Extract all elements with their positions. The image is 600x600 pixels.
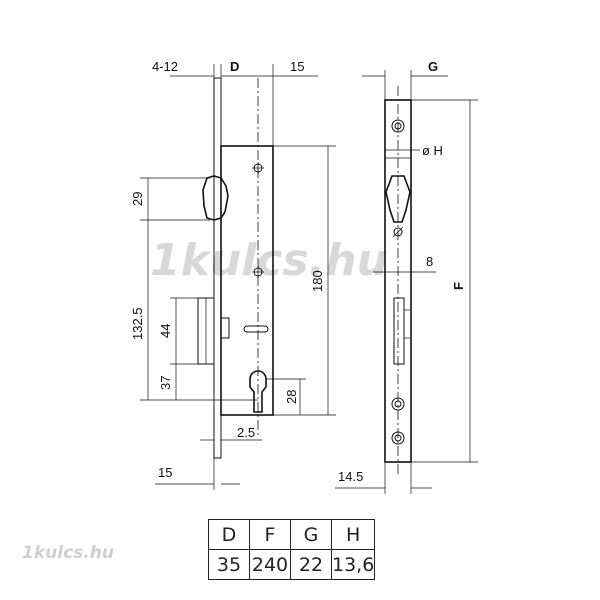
watermark-bottom: 1kulcs.hu bbox=[22, 543, 114, 563]
dim-latch-29: 29 bbox=[130, 192, 145, 206]
small-slot bbox=[243, 325, 269, 333]
front-view: 4-12 D 15 29 132.5 44 37 180 28 bbox=[130, 59, 336, 490]
spec-value-h: 13,6 bbox=[330, 549, 376, 580]
spec-value-d: 35 bbox=[208, 549, 250, 580]
dim-faceplate-g: G bbox=[428, 59, 438, 74]
watermark-center: 1kulcs.hu bbox=[150, 235, 388, 286]
side-hole-1 bbox=[391, 119, 405, 133]
side-view: G ø H 8 F 14.5 bbox=[335, 59, 478, 494]
lock-case bbox=[220, 145, 274, 416]
spec-value-g: 22 bbox=[290, 549, 332, 580]
bolt-slot bbox=[220, 317, 230, 339]
side-bolt-slot bbox=[393, 297, 405, 365]
dim-slot-8: 8 bbox=[426, 254, 433, 269]
side-hole-h bbox=[393, 227, 403, 237]
spec-header-d: D bbox=[208, 519, 250, 550]
spec-table: D F G H 35 240 22 13,6 bbox=[208, 519, 376, 580]
dim-bottom-14-5: 14.5 bbox=[338, 469, 363, 484]
dim-backset-d: D bbox=[230, 59, 239, 74]
dim-hole-h: ø H bbox=[422, 143, 443, 158]
dim-bottom-15: 15 bbox=[158, 465, 172, 480]
dim-top-15: 15 bbox=[290, 59, 304, 74]
side-latch bbox=[385, 175, 411, 223]
spec-header-f: F bbox=[249, 519, 291, 550]
dim-backset-range: 4-12 bbox=[152, 59, 178, 74]
side-hole-3 bbox=[391, 431, 405, 445]
spec-table-header-row: D F G H bbox=[208, 519, 376, 550]
spec-table-value-row: 35 240 22 13,6 bbox=[208, 549, 376, 580]
dim-cyl-28: 28 bbox=[284, 390, 299, 404]
spec-header-g: G bbox=[290, 519, 332, 550]
spec-header-h: H bbox=[330, 519, 376, 550]
dim-length-f: F bbox=[451, 282, 466, 290]
dim-2-5: 2.5 bbox=[237, 425, 255, 440]
dim-132-5: 132.5 bbox=[130, 307, 145, 340]
side-hole-2 bbox=[391, 397, 405, 411]
cylinder-hole bbox=[249, 370, 267, 413]
dim-height-180: 180 bbox=[310, 270, 325, 292]
dim-bolt-37: 37 bbox=[158, 376, 173, 390]
latch-bolt bbox=[202, 175, 229, 221]
spec-value-f: 240 bbox=[249, 549, 291, 580]
dim-bolt-44: 44 bbox=[158, 324, 173, 338]
